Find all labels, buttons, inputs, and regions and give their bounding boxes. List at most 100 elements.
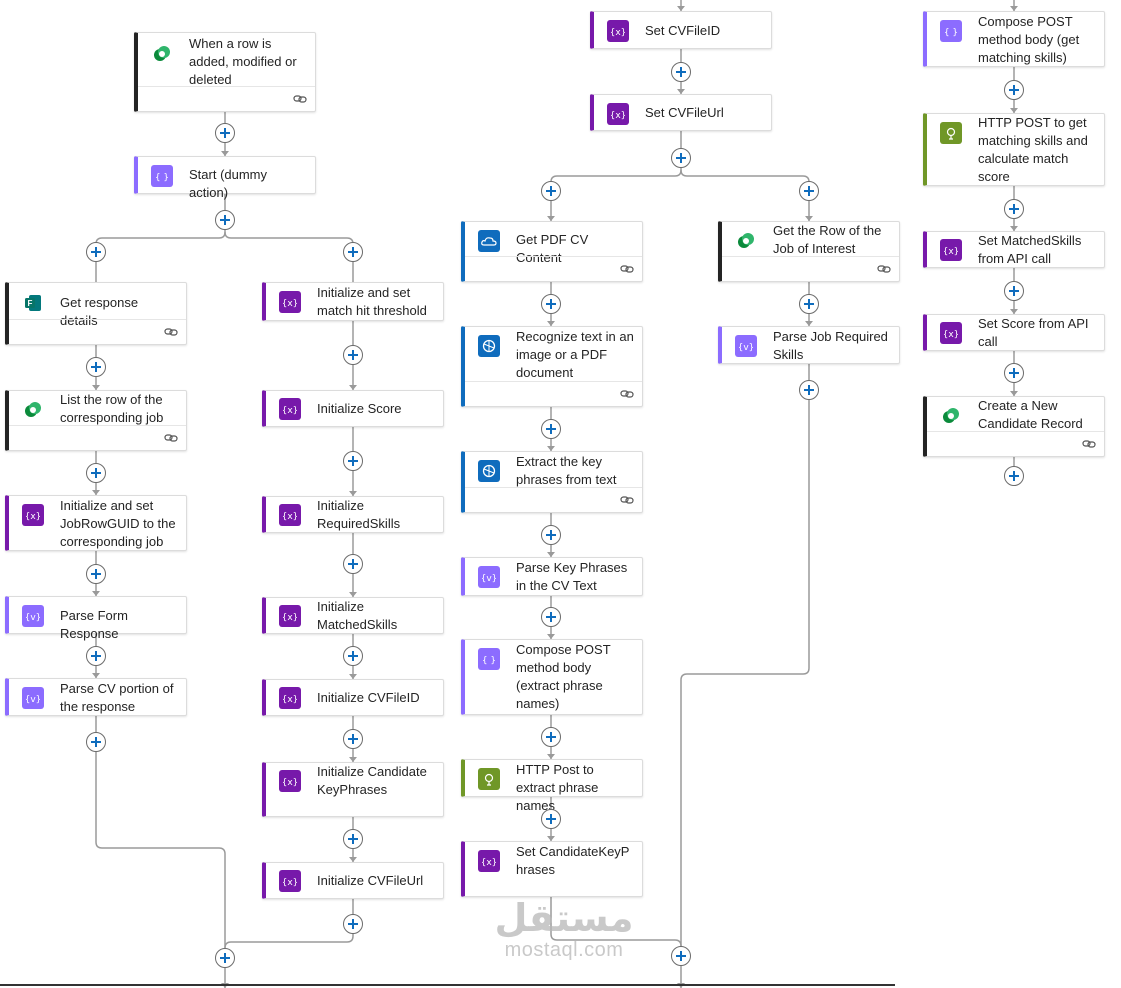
step-init-matched[interactable]: {x} Initialize MatchedSkills <box>262 597 444 634</box>
step-title: Get the Row of the Job of Interest <box>773 223 882 256</box>
svg-text:{x}: {x} <box>26 512 40 522</box>
insert-step-button[interactable] <box>1004 281 1024 301</box>
variable-icon: {x} <box>279 687 301 709</box>
insert-step-button[interactable] <box>343 829 363 849</box>
variable-icon: {x} <box>279 504 301 526</box>
insert-step-button[interactable] <box>86 463 106 483</box>
ai-builder-icon <box>478 335 500 357</box>
dataverse-icon <box>735 230 757 252</box>
step-title: Parse Job Required Skills <box>773 329 888 362</box>
link-icon[interactable] <box>620 493 634 507</box>
insert-step-button[interactable] <box>86 242 106 262</box>
step-init-score[interactable]: {x} Initialize Score <box>262 390 444 427</box>
dataverse-icon <box>22 399 44 421</box>
insert-step-button[interactable] <box>343 242 363 262</box>
link-icon[interactable] <box>620 387 634 401</box>
insert-step-button[interactable] <box>1004 80 1024 100</box>
step-create-candidate[interactable]: Create a New Candidate Record <box>923 396 1105 457</box>
step-title: HTTP POST to get matching skills and cal… <box>978 115 1088 184</box>
http-icon <box>478 768 500 790</box>
step-set-cvfileid[interactable]: {x} Set CVFileID <box>590 11 772 49</box>
step-http-extract[interactable]: HTTP Post to extract phrase names <box>461 759 643 813</box>
step-init-jobrowguid[interactable]: {x} Initialize and set JobRowGUID to the… <box>5 495 187 551</box>
insert-step-button[interactable] <box>343 729 363 749</box>
step-extract-key[interactable]: Extract the key phrases from text <box>461 451 643 513</box>
step-set-cvfileurl[interactable]: {x} Set CVFileUrl <box>590 94 772 131</box>
step-title: Parse CV portion of the response <box>60 681 174 714</box>
step-list-row[interactable]: List the row of the corresponding job <box>5 390 187 451</box>
insert-step-button[interactable] <box>1004 466 1024 486</box>
variable-icon: {x} <box>279 770 301 792</box>
insert-step-button[interactable] <box>541 419 561 439</box>
http-icon <box>940 122 962 144</box>
insert-step-button[interactable] <box>215 210 235 230</box>
step-init-candkey[interactable]: {x} Initialize CandidateKeyPhrases <box>262 762 444 817</box>
variable-icon: {x} <box>478 850 500 872</box>
link-icon[interactable] <box>620 262 634 276</box>
insert-step-button[interactable] <box>541 727 561 747</box>
link-icon[interactable] <box>164 325 178 339</box>
variable-icon: {x} <box>607 20 629 42</box>
link-icon[interactable] <box>164 431 178 445</box>
insert-step-button[interactable] <box>343 646 363 666</box>
step-init-required[interactable]: {x} Initialize RequiredSkills <box>262 496 444 533</box>
step-parse-job[interactable]: {v} Parse Job Required Skills <box>718 326 900 364</box>
compose-icon: { } <box>151 165 173 187</box>
insert-step-button[interactable] <box>799 181 819 201</box>
step-set-score[interactable]: {x} Set Score from API call <box>923 314 1105 351</box>
step-set-candkey[interactable]: {x} Set CandidateKeyPhrases <box>461 841 643 897</box>
step-parse-form[interactable]: {v} Parse Form Response <box>5 596 187 641</box>
step-footer <box>722 256 899 281</box>
insert-step-button[interactable] <box>1004 363 1024 383</box>
insert-step-button[interactable] <box>343 554 363 574</box>
step-title: Create a New Candidate Record <box>978 398 1083 431</box>
insert-step-button[interactable] <box>343 914 363 934</box>
insert-step-button[interactable] <box>541 809 561 829</box>
step-get-pdf[interactable]: Get PDF CV Content <box>461 221 643 282</box>
link-icon[interactable] <box>293 92 307 106</box>
parse-json-icon: {v} <box>735 335 757 357</box>
insert-step-button[interactable] <box>541 525 561 545</box>
insert-step-button[interactable] <box>541 607 561 627</box>
insert-step-button[interactable] <box>671 946 691 966</box>
svg-text:{x}: {x} <box>611 28 625 38</box>
step-get-job-row[interactable]: Get the Row of the Job of Interest <box>718 221 900 282</box>
step-init-cvfileid[interactable]: {x} Initialize CVFileID <box>262 679 444 716</box>
step-init-threshold[interactable]: {x} Initialize and set match hit thresho… <box>262 282 444 321</box>
step-get-response[interactable]: F Get response details <box>5 282 187 345</box>
insert-step-button[interactable] <box>671 148 691 168</box>
insert-step-button[interactable] <box>86 564 106 584</box>
parse-json-icon: {v} <box>22 687 44 709</box>
insert-step-button[interactable] <box>343 345 363 365</box>
step-title: Set CVFileID <box>645 23 721 38</box>
step-set-matched[interactable]: {x} Set MatchedSkills from API call <box>923 231 1105 268</box>
step-parse-cv[interactable]: {v} Parse CV portion of the response <box>5 678 187 716</box>
step-compose-extract[interactable]: { } Compose POST method body (extract ph… <box>461 639 643 715</box>
step-footer <box>465 256 642 281</box>
insert-step-button[interactable] <box>541 181 561 201</box>
step-footer <box>9 425 186 450</box>
insert-step-button[interactable] <box>799 294 819 314</box>
insert-step-button[interactable] <box>86 646 106 666</box>
insert-step-button[interactable] <box>541 294 561 314</box>
step-init-cvfileurl[interactable]: {x} Initialize CVFileUrl <box>262 862 444 899</box>
step-trigger[interactable]: When a row is added, modified or deleted <box>134 32 316 112</box>
step-compose-matching[interactable]: { } Compose POST method body (get matchi… <box>923 11 1105 67</box>
step-start[interactable]: { } Start (dummy action) <box>134 156 316 200</box>
step-title: Initialize CVFileUrl <box>317 873 424 888</box>
step-title: Initialize and set JobRowGUID to the cor… <box>60 498 176 549</box>
step-parse-key[interactable]: {v} Parse Key Phrases in the CV Text <box>461 557 643 596</box>
link-icon[interactable] <box>877 262 891 276</box>
insert-step-button[interactable] <box>343 451 363 471</box>
insert-step-button[interactable] <box>1004 199 1024 219</box>
link-icon[interactable] <box>1082 437 1096 451</box>
step-recognize-text[interactable]: Recognize text in an image or a PDF docu… <box>461 326 643 407</box>
insert-step-button[interactable] <box>215 948 235 968</box>
insert-step-button[interactable] <box>86 732 106 752</box>
insert-step-button[interactable] <box>215 123 235 143</box>
variable-icon: {x} <box>940 322 962 344</box>
insert-step-button[interactable] <box>86 357 106 377</box>
step-http-matching[interactable]: HTTP POST to get matching skills and cal… <box>923 113 1105 186</box>
insert-step-button[interactable] <box>671 62 691 82</box>
insert-step-button[interactable] <box>799 380 819 400</box>
